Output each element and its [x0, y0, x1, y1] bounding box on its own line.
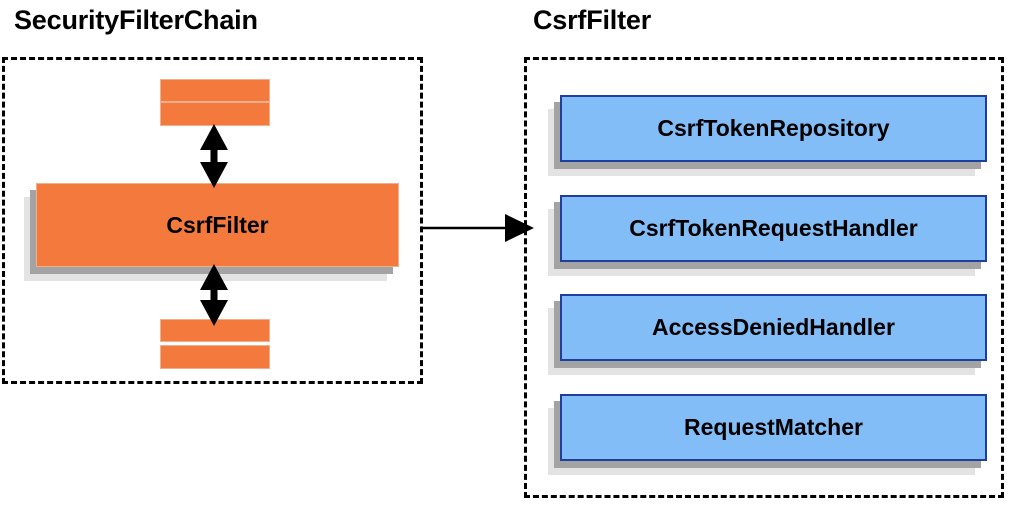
node-face[interactable]: CsrfTokenRepository	[560, 95, 987, 162]
node-label: AccessDeniedHandler	[652, 314, 895, 340]
filter-bar-above-1[interactable]	[160, 79, 270, 102]
panel-title-security-filter-chain: SecurityFilterChain	[14, 5, 258, 35]
connector-csrf-filter-to-detail-panel	[423, 214, 534, 242]
node-access-denied-handler[interactable]: AccessDeniedHandler	[548, 294, 987, 375]
node-label: CsrfTokenRequestHandler	[629, 215, 918, 241]
filter-bar-above-2[interactable]	[160, 102, 270, 126]
node-csrf-filter[interactable]: CsrfFilter	[24, 183, 399, 281]
filter-bar-below-1[interactable]	[160, 319, 270, 342]
node-request-matcher[interactable]: RequestMatcher	[548, 394, 987, 475]
node-face[interactable]: CsrfTokenRequestHandler	[560, 195, 987, 262]
node-csrf-token-repository[interactable]: CsrfTokenRepository	[548, 95, 987, 176]
node-csrf-token-request-handler[interactable]: CsrfTokenRequestHandler	[548, 195, 987, 276]
node-face[interactable]: RequestMatcher	[560, 394, 987, 461]
node-face[interactable]: CsrfFilter	[36, 183, 399, 267]
security-filter-chain-container	[2, 57, 423, 384]
filter-bar-below-2[interactable]	[160, 345, 270, 369]
node-face[interactable]: AccessDeniedHandler	[560, 294, 987, 361]
csrf-filter-container	[524, 57, 1004, 498]
node-label: CsrfFilter	[166, 211, 269, 238]
panel-title-csrf-filter: CsrfFilter	[533, 5, 652, 35]
node-label: RequestMatcher	[684, 414, 863, 440]
node-label: CsrfTokenRepository	[657, 115, 890, 141]
